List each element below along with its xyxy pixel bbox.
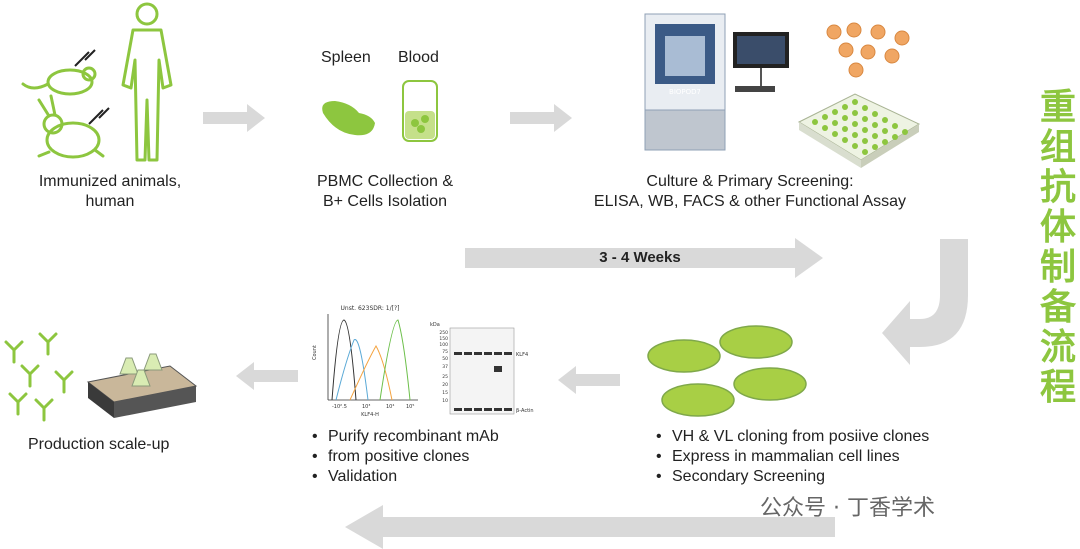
step-screening-label: Culture & Primary Screening: ELISA, WB, … <box>560 172 940 212</box>
wb-band-actin: β-Actin <box>516 408 534 414</box>
curved-return-arrow <box>882 239 968 365</box>
timeline-label: 3 - 4 Weeks <box>599 249 681 266</box>
arrow-left-2 <box>236 362 298 390</box>
step-screening-line2: ELISA, WB, FACS & other Functional Assay <box>593 193 907 210</box>
list-item: Purify recombinant mAb <box>312 427 572 447</box>
flow-tick: 10⁵ <box>406 404 414 410</box>
wb-kda: kDa <box>430 322 440 328</box>
step-pbmc-label: PBMC Collection & B+ Cells Isolation <box>295 172 475 212</box>
flow-tick: 10³ <box>362 404 370 410</box>
flow-ylabel: Count <box>312 345 318 360</box>
timeline-arrow <box>465 238 823 278</box>
wb-marker: 15 <box>442 390 448 396</box>
step-cloning-list: VH & VL cloning from posiive clones Expr… <box>656 427 986 487</box>
spleen-blood-illustration <box>322 80 438 142</box>
side-title: 重 组 抗 体 制 备 流 程 <box>1038 88 1078 408</box>
list-item-continuation: from positive clones <box>312 447 572 467</box>
bottom-arrow <box>345 505 835 549</box>
side-title-char: 程 <box>1039 367 1076 408</box>
wb-marker: 50 <box>442 356 448 362</box>
step-pbmc-line2: B+ Cells Isolation <box>322 193 448 210</box>
wb-marker: 100 <box>439 342 448 348</box>
wb-marker: 150 <box>439 336 448 342</box>
wb-marker: 25 <box>442 374 448 380</box>
side-title-char: 体 <box>1039 207 1076 248</box>
side-title-char: 备 <box>1039 287 1076 328</box>
wb-marker: 37 <box>442 364 448 370</box>
side-title-char: 抗 <box>1039 167 1076 208</box>
spleen-label: Spleen <box>321 49 371 66</box>
list-item: Express in mammalian cell lines <box>656 447 986 467</box>
step-screening-line1: Culture & Primary Screening: <box>646 173 854 190</box>
machine-label: BIOPOD7 <box>669 88 701 96</box>
flow-xlabel: KLF4-H <box>361 412 379 418</box>
wb-marker: 75 <box>442 349 448 355</box>
cell-colonies-illustration <box>826 22 910 78</box>
wb-band-klf4: KLF4 <box>516 352 528 358</box>
well-plate-illustration <box>797 93 921 168</box>
step-production-label: Production scale-up <box>28 436 170 453</box>
wb-marker: 10 <box>442 398 448 404</box>
wb-marker: 20 <box>442 382 448 388</box>
animals-human-illustration <box>21 2 173 162</box>
wb-marker: 250 <box>439 330 448 336</box>
step-immunized-line2: human <box>85 193 135 210</box>
production-illustration <box>4 332 198 422</box>
side-title-char: 流 <box>1039 327 1076 368</box>
flow-title: Unst. 623SDR: 1/[?] <box>341 305 400 312</box>
petri-dishes-illustration <box>647 325 807 417</box>
flow-tick: -10².5 <box>332 404 347 410</box>
arrow-left-1 <box>558 366 620 394</box>
screening-machine-illustration: BIOPOD7 <box>644 13 789 151</box>
side-title-char: 组 <box>1039 127 1076 168</box>
flow-tick: 10⁴ <box>386 404 394 410</box>
list-item: Validation <box>312 467 572 487</box>
western-blot: kDa 250 150 100 75 50 37 25 20 15 10 KLF… <box>430 322 534 415</box>
side-title-char: 重 <box>1039 87 1076 128</box>
step-immunized-label: Immunized animals, human <box>20 172 200 212</box>
watermark: 公众号 · 丁香学术 <box>760 496 935 521</box>
blood-label: Blood <box>398 49 439 66</box>
arrow-right-1 <box>203 104 265 132</box>
step-pbmc-line1: PBMC Collection & <box>316 173 454 190</box>
step-immunized-line1: Immunized animals, <box>38 173 182 190</box>
list-item: Secondary Screening <box>656 467 986 487</box>
arrow-right-2 <box>510 104 572 132</box>
list-item: VH & VL cloning from posiive clones <box>656 427 986 447</box>
flow-histogram: Unst. 623SDR: 1/[?] Count -10².5 10³ 10⁴… <box>312 305 418 418</box>
side-title-char: 制 <box>1039 247 1076 288</box>
step-purify-list: Purify recombinant mAb from positive clo… <box>312 427 572 487</box>
